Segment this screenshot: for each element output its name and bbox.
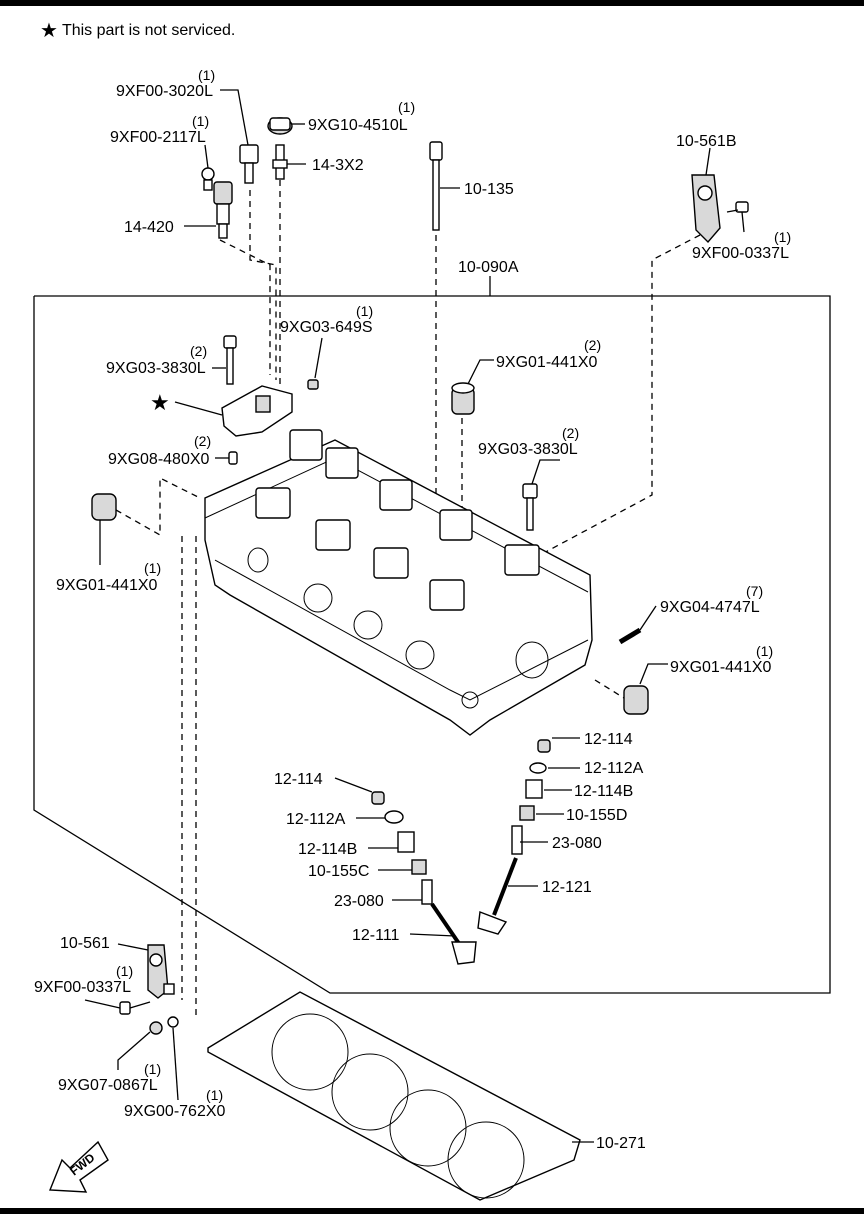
label-10-561: 10-561 [60,935,110,952]
label-14-3x2: 14-3X2 [312,157,364,174]
label-9xg00-762x0: 9XG00-762X0 [124,1103,226,1120]
qty-9xg01-441x0-top: (2) [584,337,601,353]
qty-9xg03-3830l-right: (2) [562,425,579,441]
top-rule [0,0,864,6]
label-9xg04-4747l: 9XG04-4747L [660,599,760,616]
label-12-121: 12-121 [542,879,592,896]
label-9xg08-480x0: 9XG08-480X0 [108,451,210,468]
label-12-114-left: 12-114 [274,771,323,788]
stud-14-3x2 [272,144,306,180]
cap-9xg10-4510l [267,117,305,135]
washer-9xg00-762x0 [167,1016,179,1101]
label-12-114b-left: 12-114B [298,841,357,858]
label-9xf00-2117l: 9XF00-2117L [110,129,206,146]
bolt-9xf00-0337l-top [726,201,749,233]
label-9xg10-4510l: 9XG10-4510L [308,117,408,134]
bolt-9xg03-3830l-left [212,335,237,385]
valve-train-left [334,777,477,965]
label-10-135: 10-135 [464,181,514,198]
qty-9xg01-441x0-left: (1) [144,560,161,576]
label-14-420: 14-420 [124,219,174,236]
star-icon: ★ [40,20,58,42]
oil-control-valve-14-420 [184,181,233,239]
engine-hanger-10-561 [117,943,175,999]
label-9xg01-441x0-right: 9XG01-441X0 [670,659,772,676]
label-12-114b-right: 12-114B [574,783,633,800]
plug-9xg01-441x0-left [91,476,201,565]
bolt-9xg03-3830l-right [522,459,560,531]
bolt-9xf00-3020l [220,89,259,184]
label-9xg07-0867l: 9XG07-0867L [58,1077,158,1094]
label-10-090a: 10-090A [458,259,519,276]
engine-hanger-10-561b [691,147,721,244]
label-10-561b: 10-561B [676,133,737,150]
note-text: This part is not serviced. [61,22,236,39]
qty-9xg03-649s: (1) [356,303,373,319]
qty-9xf00-0337l-bottom: (1) [116,963,133,979]
label-10-271: 10-271 [596,1135,646,1152]
label-9xg03-649s: 9XG03-649S [280,319,373,336]
qty-9xg04-4747l: (7) [746,583,763,599]
plug-9xg01-441x0-right [594,663,668,715]
label-10-155d: 10-155D [566,807,627,824]
cam-cap-bracket [174,385,293,437]
guide-3020l [249,190,277,380]
qty-9xg10-4510l: (1) [398,99,415,115]
label-12-111: 12-111 [352,927,400,944]
cylinder-head-10-090a [204,429,593,736]
guide-14-420 [219,239,271,375]
label-9xg03-3830l-left: 9XG03-3830L [106,360,206,377]
qty-9xg08-480x0: (2) [194,433,211,449]
not-serviced-note: ★This part is not serviced. [40,18,235,43]
label-9xg01-441x0-top: 9XG01-441X0 [496,354,598,371]
label-23-080-right: 23-080 [552,835,602,852]
label-9xg01-441x0-left: 9XG01-441X0 [56,577,158,594]
qty-9xg01-441x0-right: (1) [756,643,773,659]
not-serviced-star: ★ [150,390,170,415]
label-12-112a-left: 12-112A [286,811,346,828]
plug-9xg03-649s [307,337,323,390]
head-gasket-10-271 [207,991,594,1201]
screw-9xf00-2117l [201,144,215,191]
label-9xf00-3020l: 9XF00-3020L [116,83,213,100]
forward-arrow-icon [48,1140,109,1193]
qty-9xg00-762x0: (1) [206,1087,223,1103]
qty-9xf00-2117l: (1) [192,113,209,129]
label-23-080-left: 23-080 [334,893,384,910]
plug-9xg01-441x0-top [451,359,494,510]
label-12-114-right: 12-114 [584,731,633,748]
stud-9xg04-4747l [618,605,657,645]
qty-9xf00-0337l-top: (1) [774,229,791,245]
guide-10-561b [539,234,701,556]
label-9xf00-0337l-bottom: 9XF00-0337L [34,979,131,996]
label-12-112a-right: 12-112A [584,760,644,777]
plug-9xg07-0867l [117,1021,163,1070]
bottom-rule [0,1208,864,1214]
qty-9xg07-0867l: (1) [144,1061,161,1077]
bolt-9xf00-0337l-bottom [84,999,151,1015]
label-10-155c: 10-155C [308,863,369,880]
head-bolt-10-135 [429,141,460,231]
label-9xf00-0337l-top: 9XF00-0337L [692,245,789,262]
qty-9xg03-3830l-left: (2) [190,343,207,359]
qty-9xf00-3020l: (1) [198,67,215,83]
label-9xg03-3830l-right: 9XG03-3830L [478,441,578,458]
valve-train-right [477,737,580,935]
dowel-9xg08-480x0 [215,451,238,465]
assembly-frame [33,295,831,994]
